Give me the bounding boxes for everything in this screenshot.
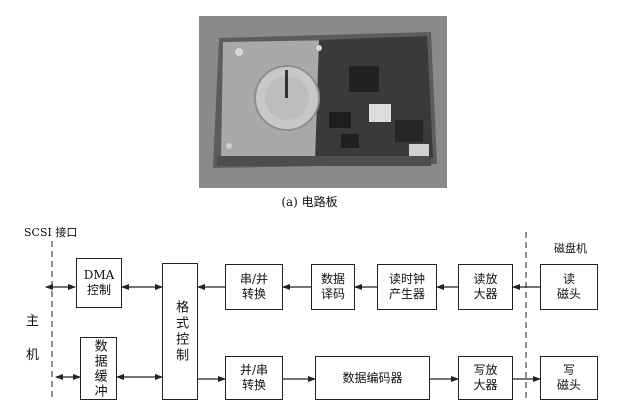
serial-to-parallel-block: 串/并 转换	[225, 264, 283, 310]
dma-control-block: DMA 控制	[76, 258, 122, 308]
read-clock-block: 读时钟 产生器	[377, 264, 437, 310]
write-amplifier-block: 写放 大器	[458, 356, 513, 400]
scsi-interface-label: SCSI 接口	[24, 226, 78, 239]
read-amplifier-block: 读放 大器	[458, 264, 513, 310]
data-decode-block: 数据 译码	[311, 264, 355, 310]
data-encoder-block: 数据编码器	[315, 356, 430, 400]
data-buffer-block: 数据缓冲	[80, 337, 117, 400]
parallel-to-serial-block: 并/串 转换	[225, 356, 283, 400]
host-label-top: 主	[26, 314, 40, 329]
photo-caption: (a) 电路板	[281, 195, 338, 209]
circuit-board-image	[199, 16, 447, 188]
disk-drive-label: 磁盘机	[554, 242, 587, 255]
circuit-board-photo	[199, 16, 447, 188]
host-label-bottom: 机	[26, 348, 40, 363]
format-control-block: 格式控制	[162, 263, 198, 400]
read-head-block: 读 磁头	[540, 264, 598, 310]
write-head-block: 写 磁头	[540, 356, 598, 400]
